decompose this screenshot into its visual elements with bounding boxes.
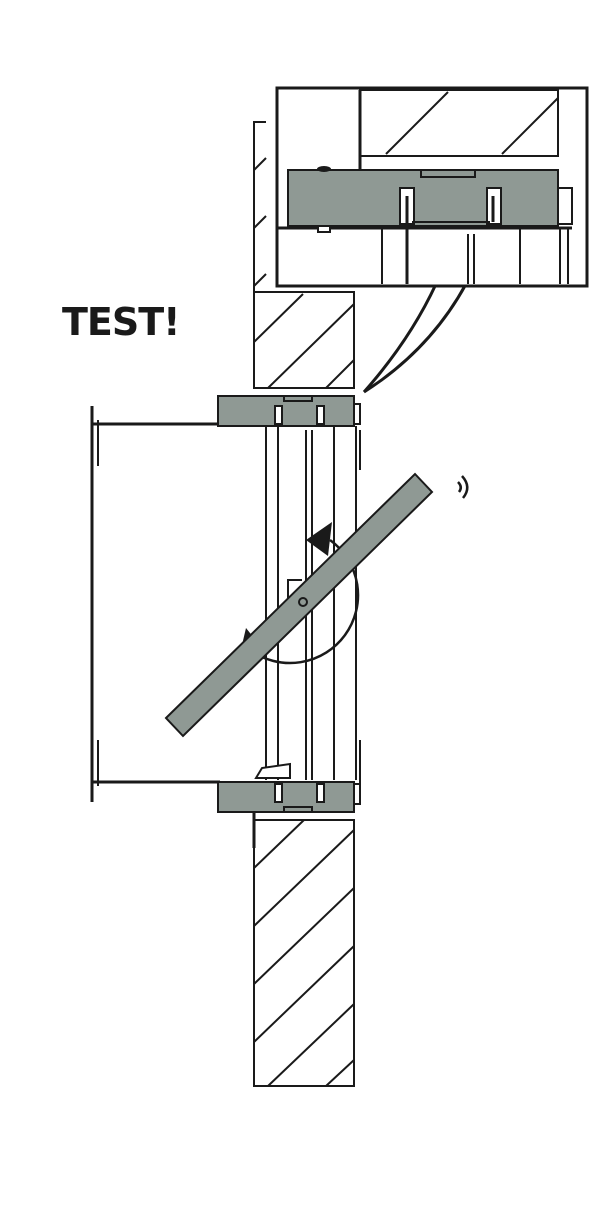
arrowhead-upper-icon xyxy=(306,522,332,556)
lower-wall-section xyxy=(252,812,355,1087)
rotating-blade xyxy=(164,472,434,738)
bottom-mounting-plate xyxy=(217,781,361,813)
callout-pointer xyxy=(362,283,468,394)
detail-callout xyxy=(275,86,589,288)
upper-wall-section xyxy=(253,121,355,389)
door-frame xyxy=(90,406,361,802)
sound-indicator-icon xyxy=(457,475,469,499)
test-label: TEST! xyxy=(62,300,180,344)
top-mounting-plate xyxy=(217,395,361,427)
